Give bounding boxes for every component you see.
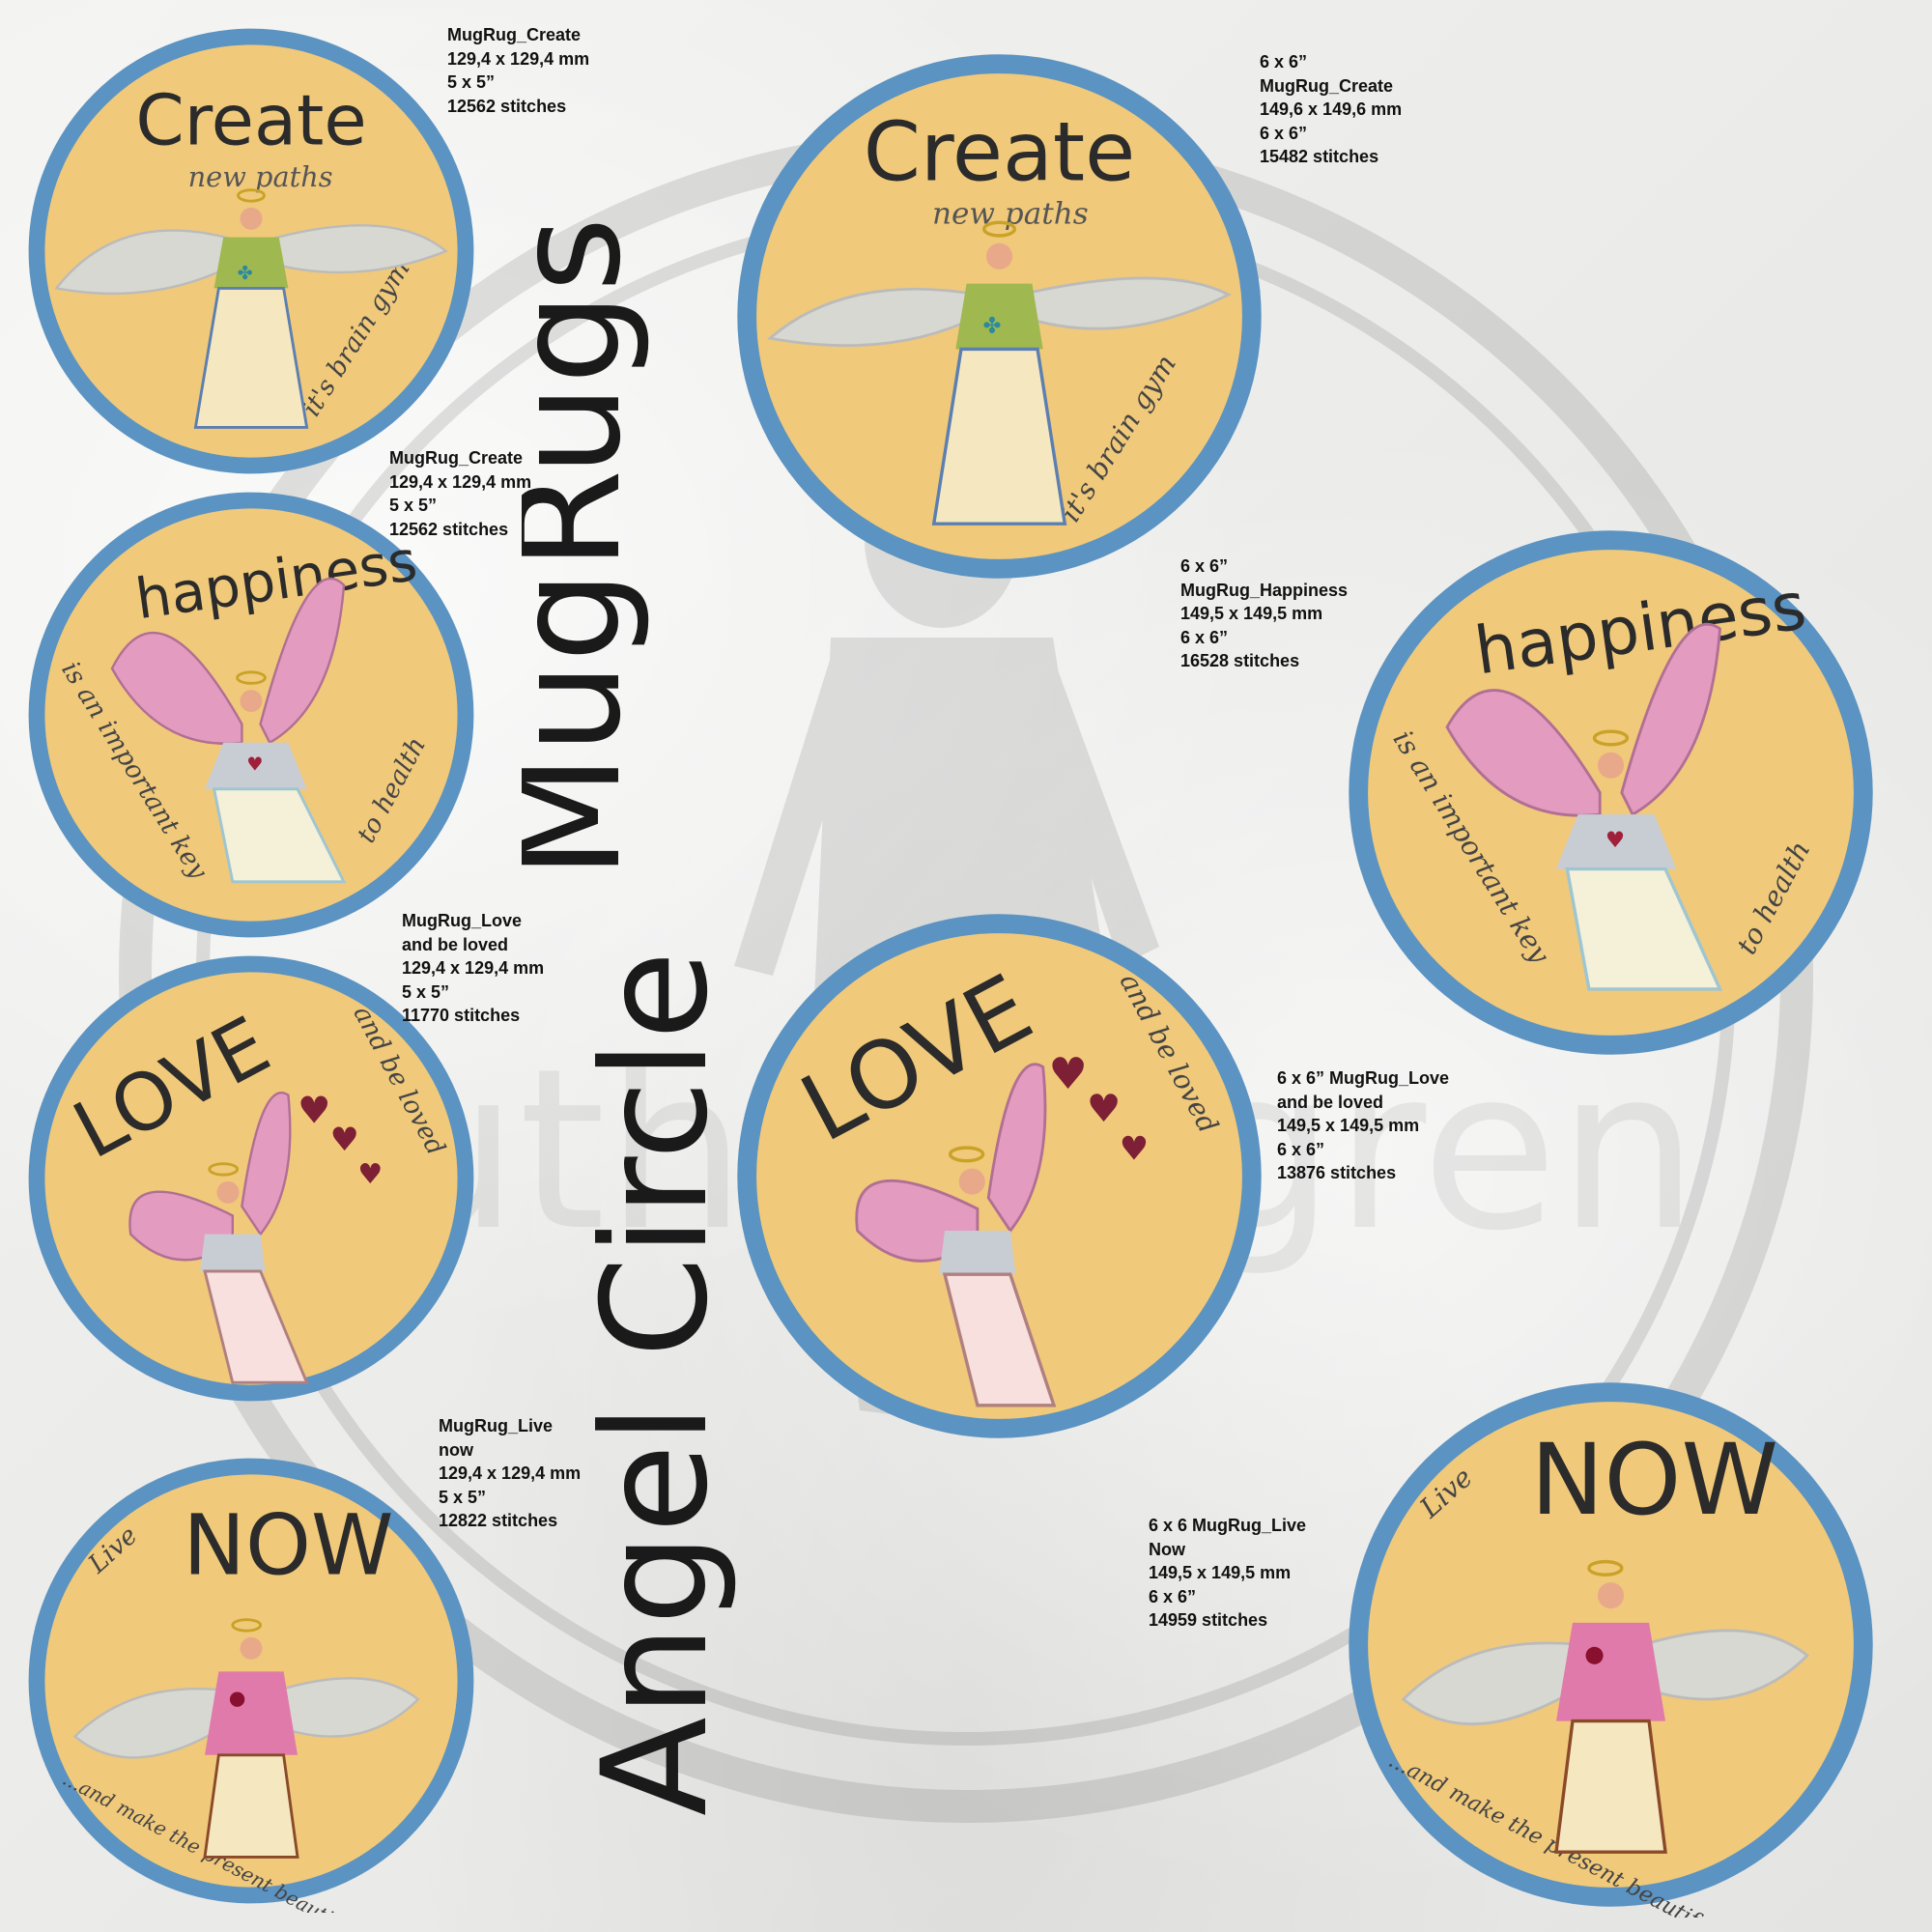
info-line: 12562 stitches	[447, 96, 567, 116]
info-live-small: MugRug_Live now 129,4 x 129,4 mm 5 x 5” …	[439, 1414, 581, 1533]
mugrug-create-small: Create new paths it's brain gym ✤	[28, 28, 474, 474]
info-line: MugRug_Create	[1260, 75, 1394, 96]
info-line: 5 x 5”	[439, 1487, 487, 1507]
info-line: 5 x 5”	[402, 981, 450, 1002]
info-love-small: MugRug_Love and be loved 129,4 x 129,4 m…	[402, 909, 544, 1028]
title-line-1: Angel Circle	[572, 951, 740, 1816]
info-line: 6 x 6”	[1149, 1586, 1197, 1606]
info-line: MugRug_Create	[447, 25, 582, 44]
angel-figure	[855, 1063, 1057, 1407]
info-line: 149,5 x 149,5 mm	[1180, 604, 1323, 623]
title-line-2: MugRugs	[522, 216, 653, 879]
rug-title: NOW	[1530, 1423, 1778, 1537]
info-line: 6 x 6” MugRug_Love	[1277, 1068, 1450, 1088]
hearts: ♥ ♥ ♥	[1048, 1048, 1149, 1167]
svg-text:♥: ♥	[1087, 1087, 1121, 1131]
info-line: 149,5 x 149,5 mm	[1277, 1116, 1420, 1135]
rug-title: Create	[135, 80, 366, 161]
mugrug-now-small: NOW Live ...and make the present beautif…	[28, 1458, 474, 1913]
info-line: 129,4 x 129,4 mm	[389, 471, 532, 492]
info-line: and be loved	[1277, 1092, 1384, 1112]
svg-text:✤: ✤	[983, 313, 1002, 338]
info-love-large: 6 x 6” MugRug_Love and be loved 149,5 x …	[1277, 1066, 1449, 1185]
mugrug-now-large: NOW Live ...and make the present beautif…	[1349, 1382, 1873, 1918]
svg-text:✤: ✤	[238, 262, 253, 284]
info-line: 12822 stitches	[439, 1511, 558, 1530]
info-line: 149,6 x 149,6 mm	[1260, 99, 1403, 119]
info-line: 16528 stitches	[1180, 651, 1300, 670]
angel-figure: ✤	[767, 220, 1232, 526]
info-line: now	[439, 1439, 473, 1460]
angel-figure	[1401, 1559, 1810, 1854]
angel-figure: ♥	[110, 577, 347, 884]
svg-text:♥: ♥	[246, 753, 263, 776]
info-line: MugRug_Live	[439, 1416, 554, 1435]
info-create-small: MugRug_Create 129,4 x 129,4 mm 5 x 5” 12…	[447, 23, 589, 118]
hearts: ♥ ♥ ♥	[298, 1089, 383, 1189]
info-line: 11770 stitches	[402, 1006, 521, 1025]
svg-text:♥: ♥	[1605, 828, 1625, 853]
info-line: MugRug_Love	[402, 911, 522, 930]
mugrug-love-large: LOVE and be loved ♥ ♥ ♥	[737, 914, 1262, 1438]
info-line: MugRug_Create	[389, 448, 524, 468]
info-line: 5 x 5”	[447, 72, 496, 92]
info-line: 6 x 6”	[1260, 52, 1308, 71]
svg-text:♥: ♥	[330, 1121, 359, 1158]
info-line: 6 x 6”	[1180, 627, 1229, 647]
angel-figure: ♥	[1445, 622, 1723, 991]
title-block: Angel Circle MugRugs	[522, 216, 740, 1816]
svg-text:♥: ♥	[1048, 1048, 1088, 1099]
mugrug-love-small: LOVE and be loved ♥ ♥ ♥	[28, 955, 474, 1402]
angel-figure	[128, 1092, 309, 1384]
info-create-large: 6 x 6” MugRug_Create 149,6 x 149,6 mm 6 …	[1260, 50, 1402, 169]
angel-figure	[72, 1618, 420, 1859]
info-line: 6 x 6”	[1277, 1139, 1325, 1159]
info-create-small-2: MugRug_Create 129,4 x 129,4 mm 5 x 5” 12…	[389, 446, 531, 541]
angel-figure: ✤	[54, 188, 448, 429]
info-line: Now	[1149, 1539, 1185, 1559]
info-line: and be loved	[402, 934, 509, 954]
info-line: MugRug_Happiness	[1180, 580, 1349, 600]
rug-fabric	[1368, 550, 1854, 1036]
info-live-large: 6 x 6 MugRug_Live Now 149,5 x 149,5 mm 6…	[1149, 1514, 1306, 1633]
svg-text:♥: ♥	[298, 1089, 330, 1132]
info-line: 6 x 6”	[1260, 123, 1308, 143]
info-happiness-large: 6 x 6” MugRug_Happiness 149,5 x 149,5 mm…	[1180, 554, 1348, 673]
rug-subtitle: new paths	[188, 160, 333, 193]
rug-fabric	[44, 508, 458, 922]
info-line: 14959 stitches	[1149, 1610, 1268, 1630]
svg-text:♥: ♥	[1120, 1130, 1149, 1168]
info-line: 6 x 6”	[1180, 556, 1229, 576]
mugrug-create-large: Create new paths it's brain gym ✤	[737, 54, 1262, 579]
info-line: 129,4 x 129,4 mm	[402, 958, 545, 978]
info-line: 12562 stitches	[389, 519, 509, 539]
mugrug-happiness-large: happiness is an important key to health …	[1349, 530, 1873, 1055]
rug-title: NOW	[183, 1498, 393, 1595]
info-line: 6 x 6 MugRug_Live	[1149, 1516, 1307, 1535]
info-line: 13876 stitches	[1277, 1163, 1397, 1182]
info-line: 149,5 x 149,5 mm	[1149, 1563, 1292, 1582]
info-line: 129,4 x 129,4 mm	[439, 1463, 582, 1483]
svg-text:♥: ♥	[357, 1157, 383, 1190]
rug-title: Create	[864, 103, 1136, 199]
info-line: 15482 stitches	[1260, 147, 1379, 166]
mugrug-happiness-small: happiness is an important key to health …	[28, 492, 474, 938]
info-line: 5 x 5”	[389, 496, 438, 515]
info-line: 129,4 x 129,4 mm	[447, 48, 590, 69]
